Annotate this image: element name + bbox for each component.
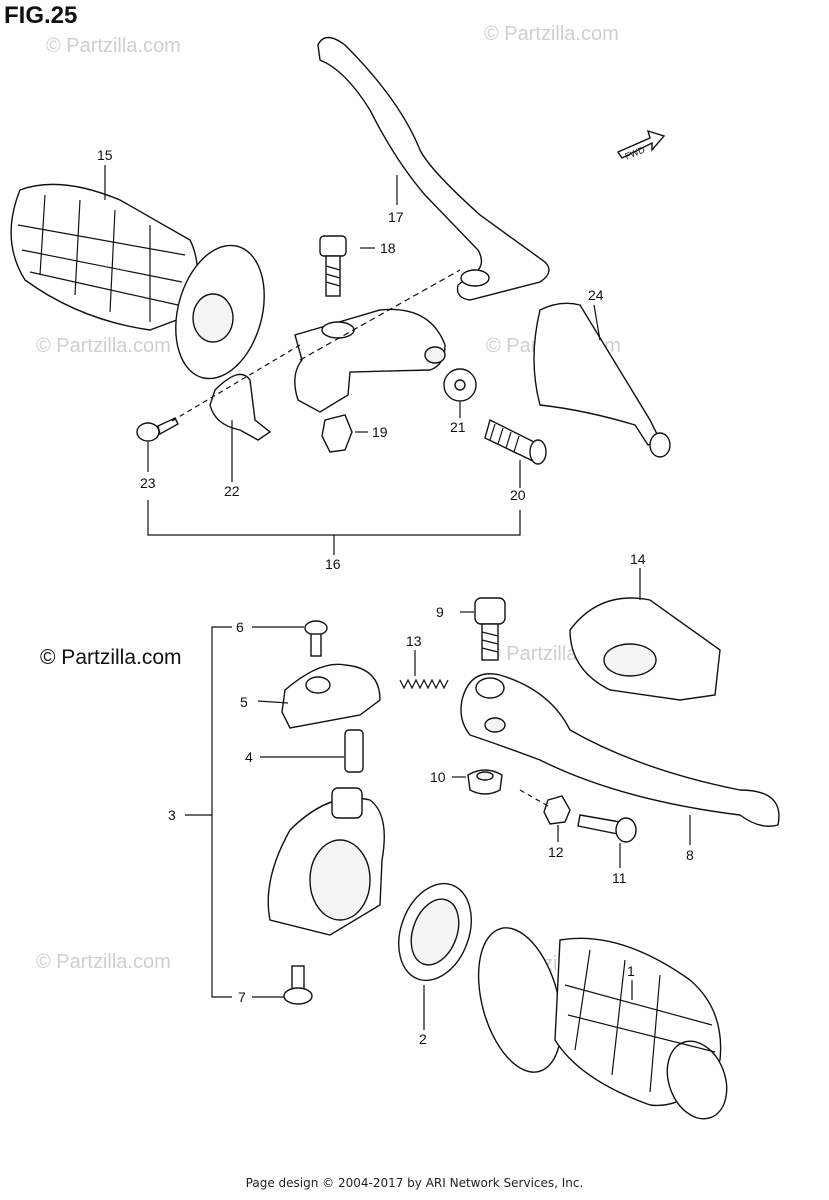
- callout-20: 20: [510, 487, 526, 503]
- callout-21: 21: [450, 419, 466, 435]
- clip-4: [344, 729, 364, 773]
- callout-3: 3: [168, 807, 176, 823]
- callout-19: 19: [372, 424, 388, 440]
- callout-12: 12: [548, 844, 564, 860]
- brand-text: © Partzilla.com: [40, 646, 182, 669]
- footer-text: Page design © 2004-2017 by ARI Network S…: [245, 1176, 584, 1190]
- grip-right: [477, 927, 728, 1120]
- callout-16: 16: [325, 556, 341, 572]
- watermark-text: © Partzilla.com: [484, 23, 619, 45]
- screw-7: [283, 965, 313, 1005]
- callout-10: 10: [430, 769, 446, 785]
- lever-boot-14: [569, 597, 721, 701]
- callout-23: 23: [140, 475, 156, 491]
- callout-5: 5: [240, 694, 248, 710]
- watermark-text: © Partzilla.com: [36, 335, 171, 357]
- callout-13: 13: [406, 633, 422, 649]
- grip-left: [10, 183, 265, 380]
- callout-18: 18: [380, 240, 396, 256]
- fwd-label: FWD: [623, 144, 646, 161]
- nut-19: [321, 414, 353, 453]
- callouts: 15 17 18 24 19 21 20 22 23 16 9 14 13 6 …: [97, 147, 694, 1047]
- callout-14: 14: [630, 551, 646, 567]
- callout-11: 11: [612, 870, 627, 886]
- callout-15: 15: [97, 147, 113, 163]
- nut-12: [543, 795, 571, 825]
- switch-housing: [267, 787, 385, 936]
- callout-7: 7: [238, 989, 246, 1005]
- spring-13: [399, 678, 449, 690]
- screw-6: [304, 620, 328, 657]
- switch-cover-5: [281, 663, 381, 729]
- callout-2: 2: [419, 1031, 427, 1047]
- callout-24: 24: [588, 287, 604, 303]
- callout-6: 6: [236, 619, 244, 635]
- throttle-ring-2: [398, 882, 472, 982]
- fwd-arrow-icon: FWD: [616, 129, 666, 161]
- adjuster-nut-21: [443, 368, 477, 402]
- screw-23: [136, 344, 301, 442]
- clamp-22: [209, 373, 272, 441]
- lever-upper: [317, 36, 550, 301]
- callout-4: 4: [245, 749, 253, 765]
- lever-boot-24: [533, 302, 671, 458]
- adjuster-bolt-20: [484, 418, 547, 465]
- lever-holder: [294, 308, 446, 413]
- callout-1: 1: [627, 963, 635, 979]
- bolt-9: [474, 597, 506, 661]
- screw-11: [519, 789, 637, 843]
- lever-lower: [460, 673, 780, 827]
- leader-lines: [104, 165, 691, 1030]
- figure-title: FIG.25: [4, 2, 78, 29]
- callout-17: 17: [388, 209, 404, 225]
- bolt-18: [319, 235, 347, 297]
- callout-22: 22: [224, 483, 240, 499]
- callout-8: 8: [686, 847, 694, 863]
- callout-9: 9: [436, 604, 444, 620]
- watermark-text: © Partzilla.com: [46, 35, 181, 57]
- nut-10: [467, 769, 503, 795]
- watermark-text: © Partzilla.com: [36, 951, 171, 973]
